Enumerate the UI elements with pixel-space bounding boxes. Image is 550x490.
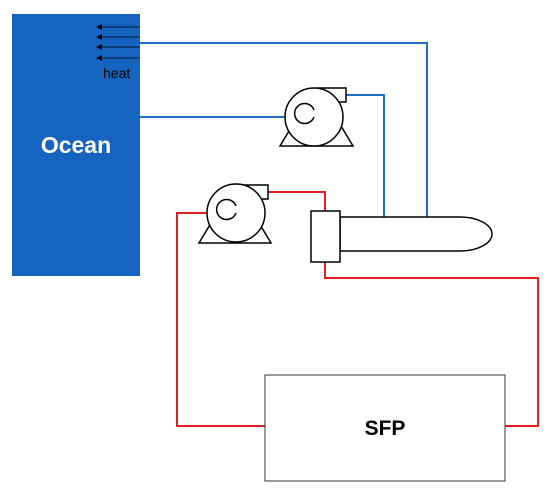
ocean-label: Ocean bbox=[41, 132, 111, 158]
blue-pipe-return bbox=[140, 42, 428, 217]
heat-label: heat bbox=[103, 65, 130, 81]
spent-fuel-pump-impeller bbox=[215, 198, 237, 221]
ocean-cooling-loop bbox=[140, 42, 428, 217]
blue-pipe-pump-outlet bbox=[346, 94, 385, 217]
ocean-pump bbox=[278, 87, 355, 147]
red-pipe-sfp-to-pump bbox=[176, 212, 265, 427]
sfp-rect bbox=[264, 374, 506, 482]
ocean-block: Ocean bbox=[12, 14, 140, 276]
heat-exchanger bbox=[310, 210, 493, 263]
heat-arrows: heat bbox=[96, 24, 140, 81]
heat-exchanger-head bbox=[310, 210, 341, 263]
red-pipe-hx-to-sfp bbox=[324, 262, 539, 427]
sfp-label: SFP bbox=[365, 417, 406, 440]
ocean-pump-impeller bbox=[293, 102, 315, 125]
spent-fuel-pump bbox=[197, 183, 273, 244]
red-pipe-pump-to-hx bbox=[268, 191, 326, 211]
sfp-block: SFP bbox=[264, 374, 506, 482]
heat-exchanger-shell bbox=[339, 216, 493, 252]
